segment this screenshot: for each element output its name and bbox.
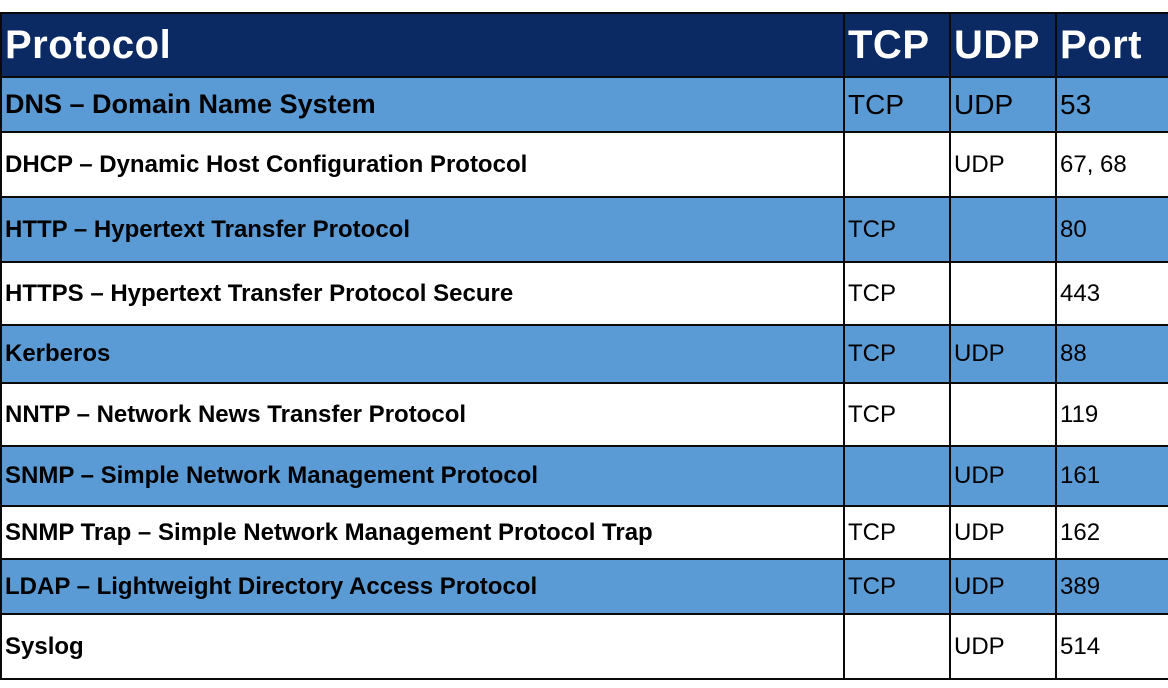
- cell-protocol: DHCP – Dynamic Host Configuration Protoc…: [0, 131, 845, 198]
- table-row: HTTPS – Hypertext Transfer Protocol Secu…: [0, 261, 1168, 326]
- header-row: Protocol TCP UDP Port: [0, 12, 1168, 78]
- cell-udp: UDP: [949, 505, 1057, 560]
- cell-tcp: TCP: [843, 196, 951, 263]
- cell-protocol: Syslog: [0, 613, 845, 680]
- cell-protocol: SNMP Trap – Simple Network Management Pr…: [0, 505, 845, 560]
- cell-udp: UDP: [949, 445, 1057, 507]
- cell-port: 514: [1055, 613, 1168, 680]
- cell-tcp: [843, 445, 951, 507]
- cell-port: 443: [1055, 261, 1168, 326]
- table-row: SNMP Trap – Simple Network Management Pr…: [0, 505, 1168, 560]
- header-tcp: TCP: [843, 12, 951, 78]
- cell-protocol: LDAP – Lightweight Directory Access Prot…: [0, 558, 845, 615]
- cell-port: 80: [1055, 196, 1168, 263]
- cell-udp: [949, 196, 1057, 263]
- header-port: Port: [1055, 12, 1168, 78]
- header-protocol: Protocol: [0, 12, 845, 78]
- table-row: LDAP – Lightweight Directory Access Prot…: [0, 558, 1168, 615]
- cell-port: 161: [1055, 445, 1168, 507]
- cell-port: 53: [1055, 76, 1168, 133]
- cell-port: 119: [1055, 382, 1168, 447]
- cell-tcp: TCP: [843, 261, 951, 326]
- table-row: DHCP – Dynamic Host Configuration Protoc…: [0, 131, 1168, 198]
- cell-udp: [949, 382, 1057, 447]
- cell-port: 67, 68: [1055, 131, 1168, 198]
- cell-port: 389: [1055, 558, 1168, 615]
- cell-port: 162: [1055, 505, 1168, 560]
- cell-udp: UDP: [949, 324, 1057, 384]
- table-header: Protocol TCP UDP Port: [0, 12, 1168, 78]
- cell-tcp: [843, 613, 951, 680]
- cell-udp: [949, 261, 1057, 326]
- cell-protocol: Kerberos: [0, 324, 845, 384]
- cell-protocol: NNTP – Network News Transfer Protocol: [0, 382, 845, 447]
- cell-udp: UDP: [949, 558, 1057, 615]
- cell-tcp: TCP: [843, 382, 951, 447]
- cell-tcp: TCP: [843, 76, 951, 133]
- cell-protocol: HTTP – Hypertext Transfer Protocol: [0, 196, 845, 263]
- cell-protocol: DNS – Domain Name System: [0, 76, 845, 133]
- protocol-port-table: Protocol TCP UDP Port DNS – Domain Name …: [0, 12, 1168, 680]
- cell-tcp: TCP: [843, 505, 951, 560]
- cell-protocol: HTTPS – Hypertext Transfer Protocol Secu…: [0, 261, 845, 326]
- cell-tcp: TCP: [843, 558, 951, 615]
- header-udp: UDP: [949, 12, 1057, 78]
- cell-tcp: TCP: [843, 324, 951, 384]
- table-row: SNMP – Simple Network Management Protoco…: [0, 445, 1168, 507]
- cell-udp: UDP: [949, 131, 1057, 198]
- cell-udp: UDP: [949, 76, 1057, 133]
- cell-port: 88: [1055, 324, 1168, 384]
- cell-tcp: [843, 131, 951, 198]
- cell-protocol: SNMP – Simple Network Management Protoco…: [0, 445, 845, 507]
- cell-udp: UDP: [949, 613, 1057, 680]
